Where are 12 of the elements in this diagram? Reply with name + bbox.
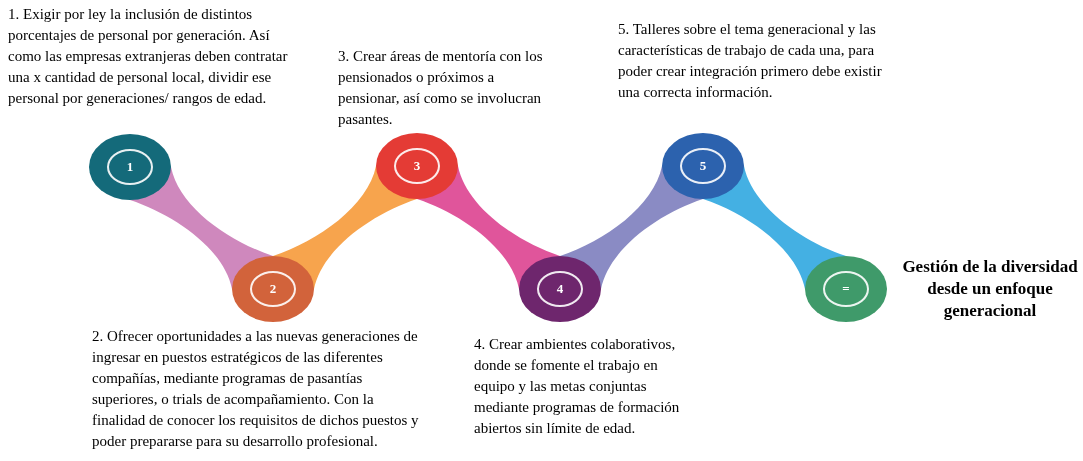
step-number: 3 xyxy=(394,148,440,184)
description-text: 5. Talleres sobre el tema generacional y las características de trabajo de cada una, para poder crear integración primero debe existir una correcta información. xyxy=(618,20,883,102)
title-text: Gestión de la diversidad desde un enfoque generacional xyxy=(901,256,1079,322)
description-text: 4. Crear ambientes colaborativos, donde se fomente el trabajo en equipo y las metas conjuntas mediante programas de formación abiertos sin límite de edad. xyxy=(474,335,681,438)
step-number: = xyxy=(823,271,869,307)
step-number: 2 xyxy=(250,271,296,307)
description-text: 2. Ofrecer oportunidades a las nuevas generaciones de ingresar en puestos estratégicos de las diferentes compañías, mediante programas de pasantías superiores, o trials de acompañamiento. Con la finalidad de conocer los requisitos de dichos puestos y poder prepararse para su desarrollo profesional. xyxy=(92,327,420,451)
description-text: 1. Exigir por ley la inclusión de distintos porcentajes de personal por generación. Así como las empresas extranjeras deben contratar una x cantidad de personal local, dividir ese personal por generaciones/ rangos de edad. xyxy=(8,5,289,108)
description-text: 3. Crear áreas de mentoría con los pensionados o próximos a pensionar, así como se involucran pasantes. xyxy=(338,47,544,129)
step-number: 1 xyxy=(107,149,153,185)
step-number: 5 xyxy=(680,148,726,184)
step-number: 4 xyxy=(537,271,583,307)
